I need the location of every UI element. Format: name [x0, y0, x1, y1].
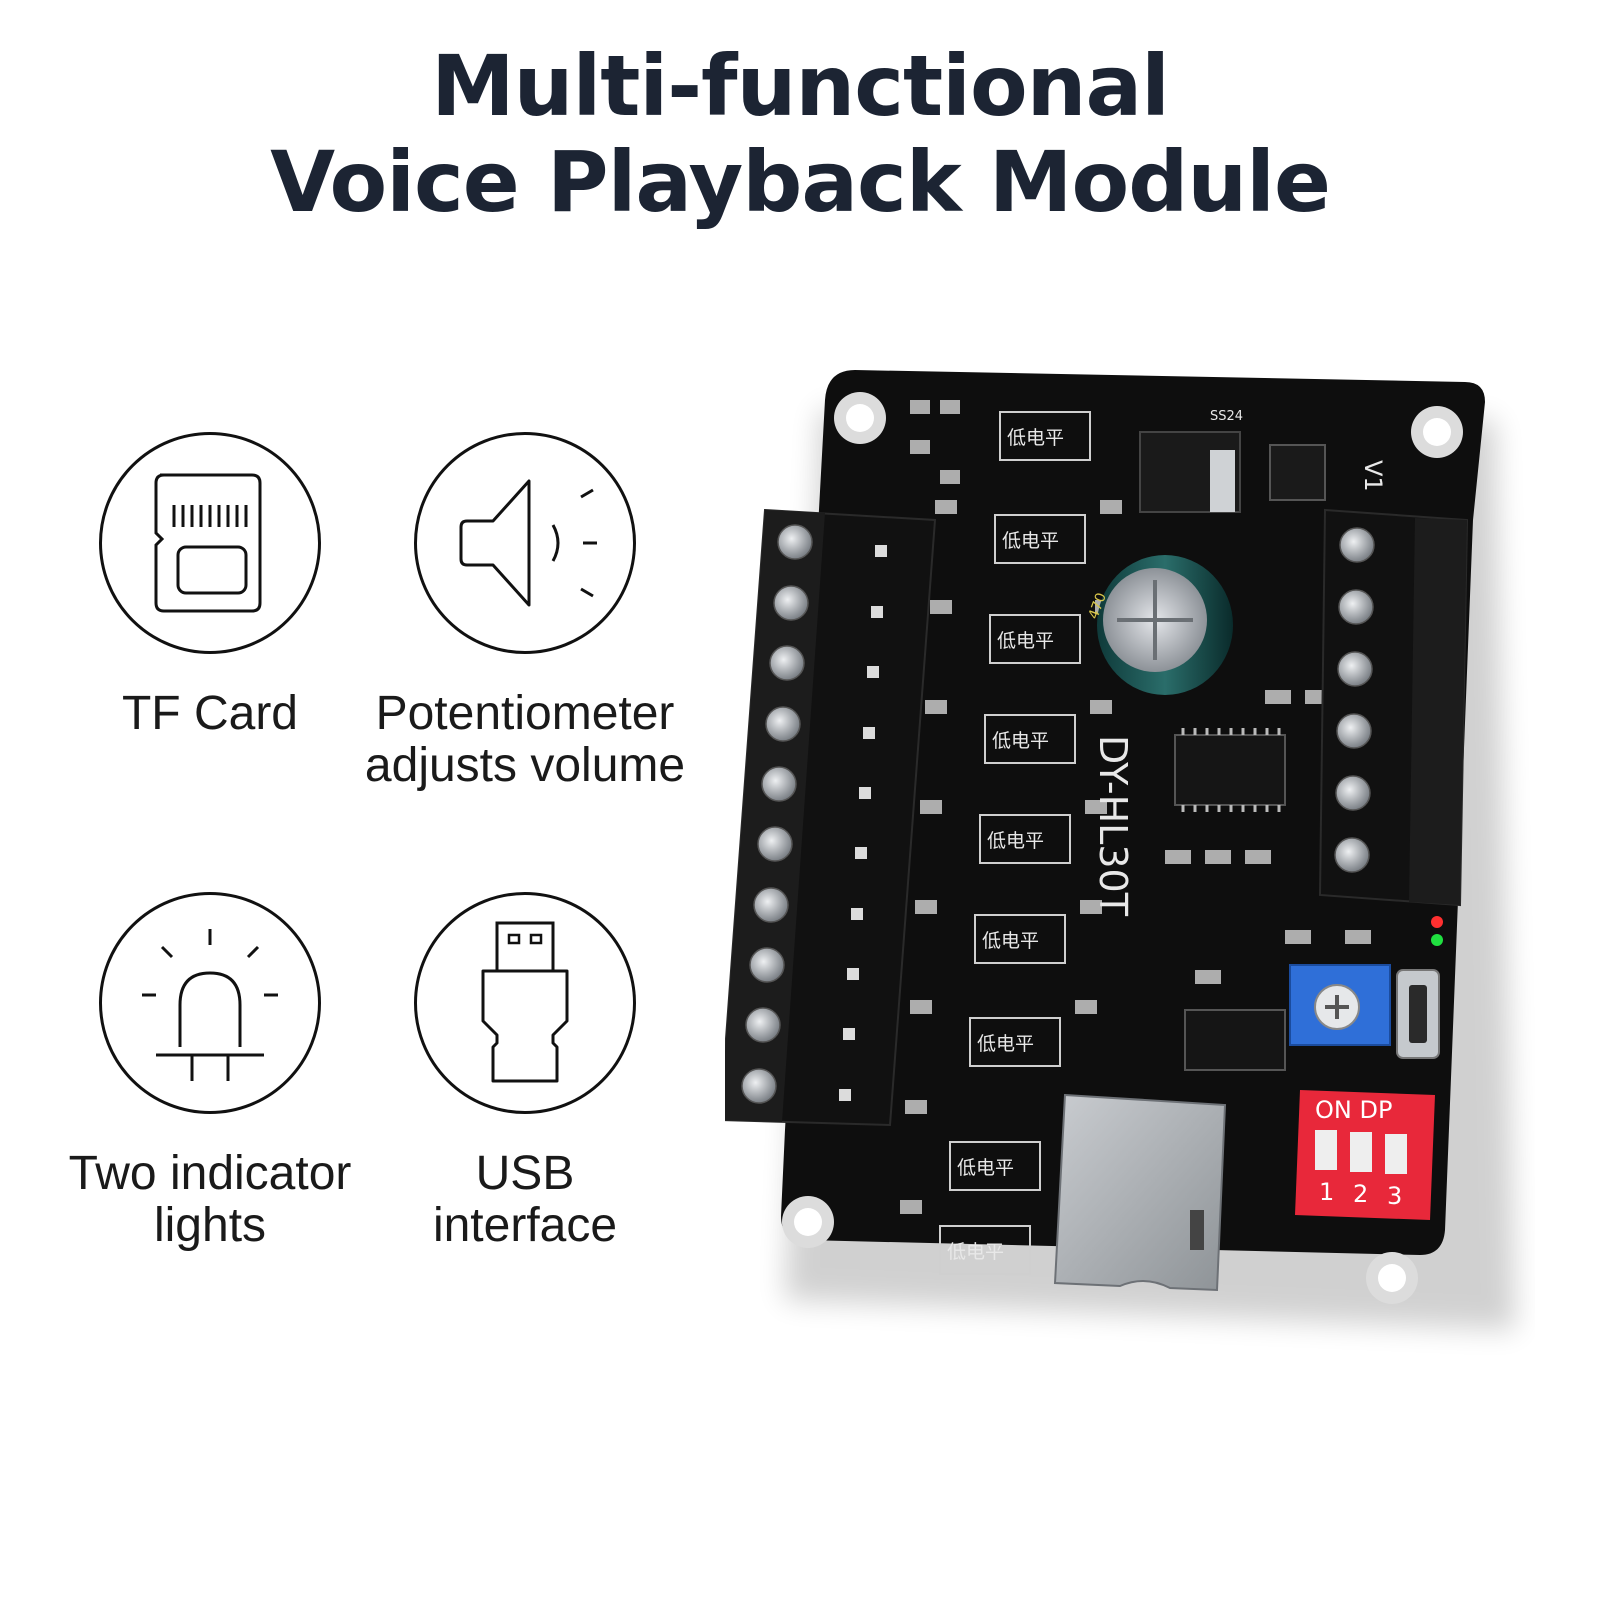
svg-text:2: 2	[1353, 1180, 1368, 1208]
feature-tf-card: TF Card	[45, 432, 375, 740]
svg-text:低电平: 低电平	[1007, 427, 1064, 449]
indicator-light-icon	[99, 892, 321, 1114]
svg-text:ON DP: ON DP	[1315, 1096, 1392, 1124]
usb-icon	[414, 892, 636, 1114]
feature-label: TF Card	[121, 687, 298, 740]
usb-port	[1396, 969, 1440, 1059]
chip-labels: 低电平 低电平 低电平 低电平 低电平 低电平 低电平 低电平 低电平	[939, 411, 1091, 1275]
board-model-label: DY-HL30T	[1091, 735, 1135, 917]
svg-text:低电平: 低电平	[947, 1241, 1004, 1263]
svg-text:低电平: 低电平	[997, 630, 1054, 652]
svg-text:低电平: 低电平	[992, 730, 1049, 752]
title-line-2: Voice Playback Module	[270, 133, 1331, 231]
feature-label: Potentiometer adjusts volume	[364, 687, 686, 792]
page-title: Multi-functional Voice Playback Module	[0, 38, 1600, 230]
feature-usb: USB interface	[360, 892, 690, 1252]
led-red	[1431, 916, 1443, 928]
right-terminal-block	[1318, 508, 1469, 907]
speaker-icon	[414, 432, 636, 654]
left-terminal-block	[725, 508, 937, 1127]
svg-text:低电平: 低电平	[1002, 530, 1059, 552]
version-label: V1	[1359, 460, 1387, 492]
dip-switch: ON DP 1 2 3	[1295, 1090, 1435, 1220]
feature-potentiometer: Potentiometer adjusts volume	[360, 432, 690, 792]
svg-text:低电平: 低电平	[982, 930, 1039, 952]
svg-text:低电平: 低电平	[987, 830, 1044, 852]
feature-indicator-lights: Two indicator lights	[45, 892, 375, 1252]
svg-text:1: 1	[1319, 1178, 1334, 1206]
voice-module-board: 低电平 低电平 低电平 低电平 低电平 低电平 低电平 低电平 低电平	[725, 370, 1515, 1330]
diode-label: SS24	[1210, 409, 1243, 424]
tf-card-icon	[99, 432, 321, 654]
svg-text:3: 3	[1387, 1182, 1402, 1210]
svg-text:低电平: 低电平	[977, 1033, 1034, 1055]
potentiometer	[1289, 964, 1391, 1046]
title-line-1: Multi-functional	[431, 37, 1170, 135]
feature-label: Two indicator lights	[68, 1147, 352, 1252]
svg-text:低电平: 低电平	[957, 1157, 1014, 1179]
led-green	[1431, 934, 1443, 946]
mounting-holes	[782, 392, 1463, 1304]
tf-card-slot	[1053, 1093, 1227, 1292]
feature-label: USB interface	[432, 1147, 618, 1252]
